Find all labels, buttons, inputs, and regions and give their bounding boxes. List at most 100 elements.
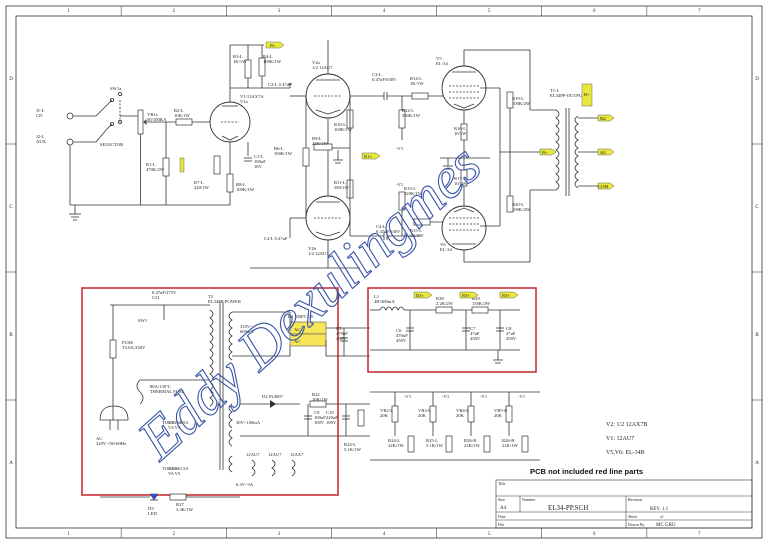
bias-resistor-3 [483, 435, 491, 453]
note-v1: V1: 12AU7 [606, 436, 634, 442]
ps-fuse [109, 339, 117, 359]
ps-r27 [169, 493, 187, 501]
tb-date-label: Date [498, 514, 506, 519]
net-b3-left: B3+ [416, 293, 424, 298]
tb-sheet: of [660, 514, 664, 519]
net-b1: B1+ [364, 154, 372, 159]
grid-col-4-top: 4 [383, 9, 386, 14]
grid-row-C-right: C [755, 205, 759, 210]
selector-switch: SW1a SELECTOR [95, 86, 138, 147]
spk-com-label: COM [598, 184, 608, 189]
heater-small-1: 12AU7 [246, 452, 260, 457]
grid-row-A-right: A [755, 461, 759, 466]
spk-4-tag [597, 148, 615, 156]
grid-row-D-right: D [755, 77, 759, 82]
bias-resistor-1 [407, 435, 415, 453]
spk-8-label: 8Ω [600, 116, 606, 121]
tb-revision-label: Revision [628, 497, 642, 502]
net-b3-ps: B3+ [502, 293, 510, 298]
heater-small-voltage: 6.3V~3A [236, 482, 254, 487]
ps-r23 [357, 409, 365, 427]
ps-switch-ref: SW1 [138, 318, 148, 323]
ground-symbol [69, 205, 81, 221]
grid-col-6-top: 6 [593, 9, 596, 14]
bias-net-upper: -V1 [396, 146, 404, 151]
tb-revision: REV. 1.1 [650, 507, 669, 512]
bridge-ac-lower: AC [294, 339, 300, 344]
small-heaters: 12AU7 12AU7 12AX7 6.3V~3A [236, 452, 304, 487]
selector-label: SELECTOR [100, 142, 124, 147]
grid-row-A-left: A [9, 461, 13, 466]
ps-d2-label: D2 IN4007 [262, 394, 284, 399]
grid-col-1-top: 1 [67, 9, 70, 14]
psu-red-box [81, 287, 339, 496]
net-tag-b3-ps [499, 291, 519, 299]
bias-resistor-4 [521, 435, 529, 453]
net-tag-bplus-mid [539, 148, 557, 156]
ps-sec-label: 310V~600mA [240, 324, 254, 334]
grid-row-C-left: C [9, 205, 13, 210]
bias-net-label-3: -V1 [480, 394, 488, 399]
net-tag-bplus-out [581, 83, 593, 107]
grid-col-6-bottom: 6 [593, 532, 596, 537]
net-tag-b3-mid [459, 291, 479, 299]
diode-d2 [270, 400, 276, 408]
grid-col-4-bottom: 4 [383, 532, 386, 537]
ps-to-el34: TO EL-34 [162, 420, 182, 425]
resistor-r17 [460, 169, 468, 187]
tb-drawn: MC GRU [656, 523, 676, 528]
grid-col-3-bottom: 3 [278, 532, 281, 537]
filter-r28 [435, 306, 453, 314]
resistor-r9 [313, 143, 333, 151]
ps-bias-label: 30V~100mA [236, 420, 261, 425]
grid-col-7-top: 7 [698, 9, 701, 14]
bridge-ac-upper: AC [294, 327, 300, 332]
net-bplus-top: B+ [270, 43, 276, 48]
filter-r29 [471, 306, 489, 314]
grid-col-5-bottom: 5 [488, 532, 491, 537]
tb-file-label: File [498, 522, 504, 527]
